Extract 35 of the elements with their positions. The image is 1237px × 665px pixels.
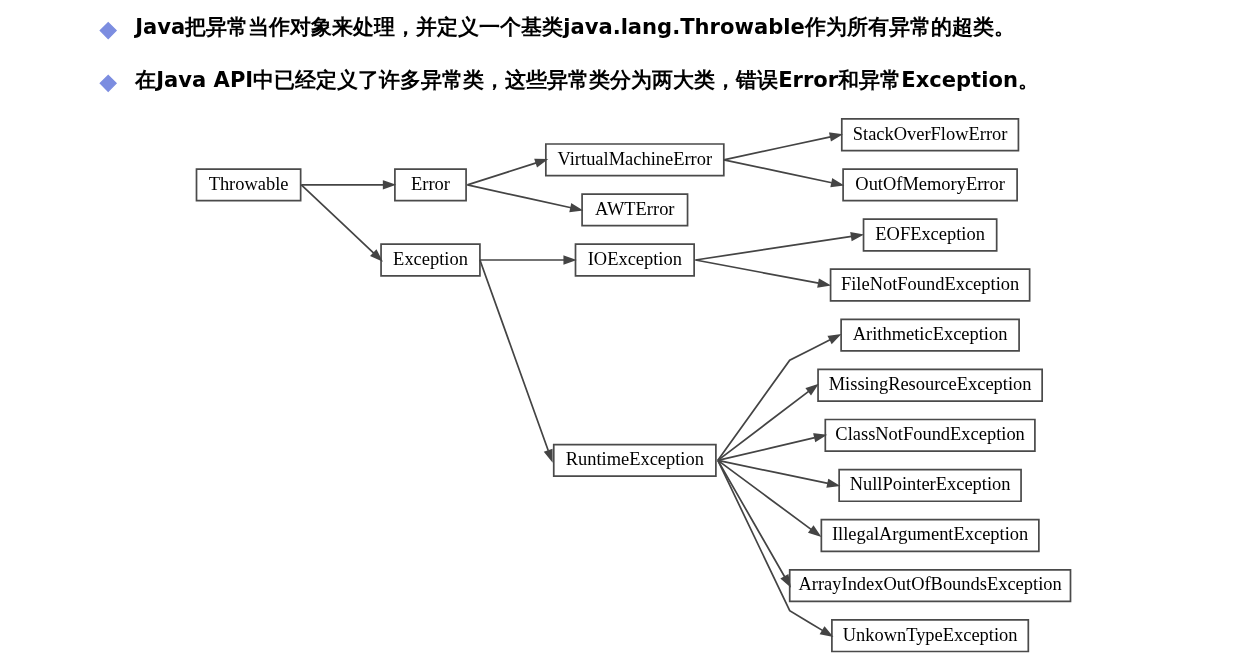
arrow (716, 459, 840, 488)
arrow (694, 259, 831, 288)
arrow (722, 158, 844, 188)
arrow (478, 259, 553, 463)
node-box: Error (393, 168, 467, 202)
node-box: MissingResourceException (816, 368, 1043, 402)
arrow (716, 333, 841, 462)
arrow (299, 184, 383, 262)
arrow (716, 459, 821, 538)
node-box: IOException (574, 243, 695, 277)
label: Java把异常当作对象来处理，并定义一个基类java.lang.Throwable作为所有异常的超类。 (134, 14, 1015, 40)
arrow (299, 180, 396, 190)
node-box: NullPointerException (837, 468, 1022, 503)
node-box: AWTError (580, 193, 688, 227)
node-box: IllegalArgumentException (820, 518, 1040, 553)
node-box: RuntimeException (552, 443, 717, 478)
node-box: EOFException (862, 218, 998, 252)
arrow (716, 433, 827, 462)
arrow (466, 158, 548, 186)
arrow (716, 383, 819, 462)
node-box: ArrayIndexOutOfBoundsException (788, 568, 1071, 603)
arrow (694, 231, 864, 261)
node-box: UnkownTypeException (830, 619, 1029, 653)
arrow (478, 255, 577, 265)
node-box: VirtualMachineError (544, 143, 725, 177)
node-box: Exception (379, 243, 481, 277)
node-box: FileNotFoundException (829, 268, 1030, 302)
label: 在Java API中已经定义了许多异常类，这些异常类分为两大类，错误Error和异常Exception。 (134, 67, 1039, 93)
node-box: ArithmeticException (839, 318, 1020, 352)
node-box: OutOfMemoryError (841, 168, 1018, 202)
arrow (716, 459, 833, 638)
node-box: StackOverFlowError (840, 118, 1019, 152)
node-box: ClassNotFoundException (823, 418, 1036, 452)
node-box: Throwable (195, 168, 301, 202)
arrow (466, 184, 583, 213)
